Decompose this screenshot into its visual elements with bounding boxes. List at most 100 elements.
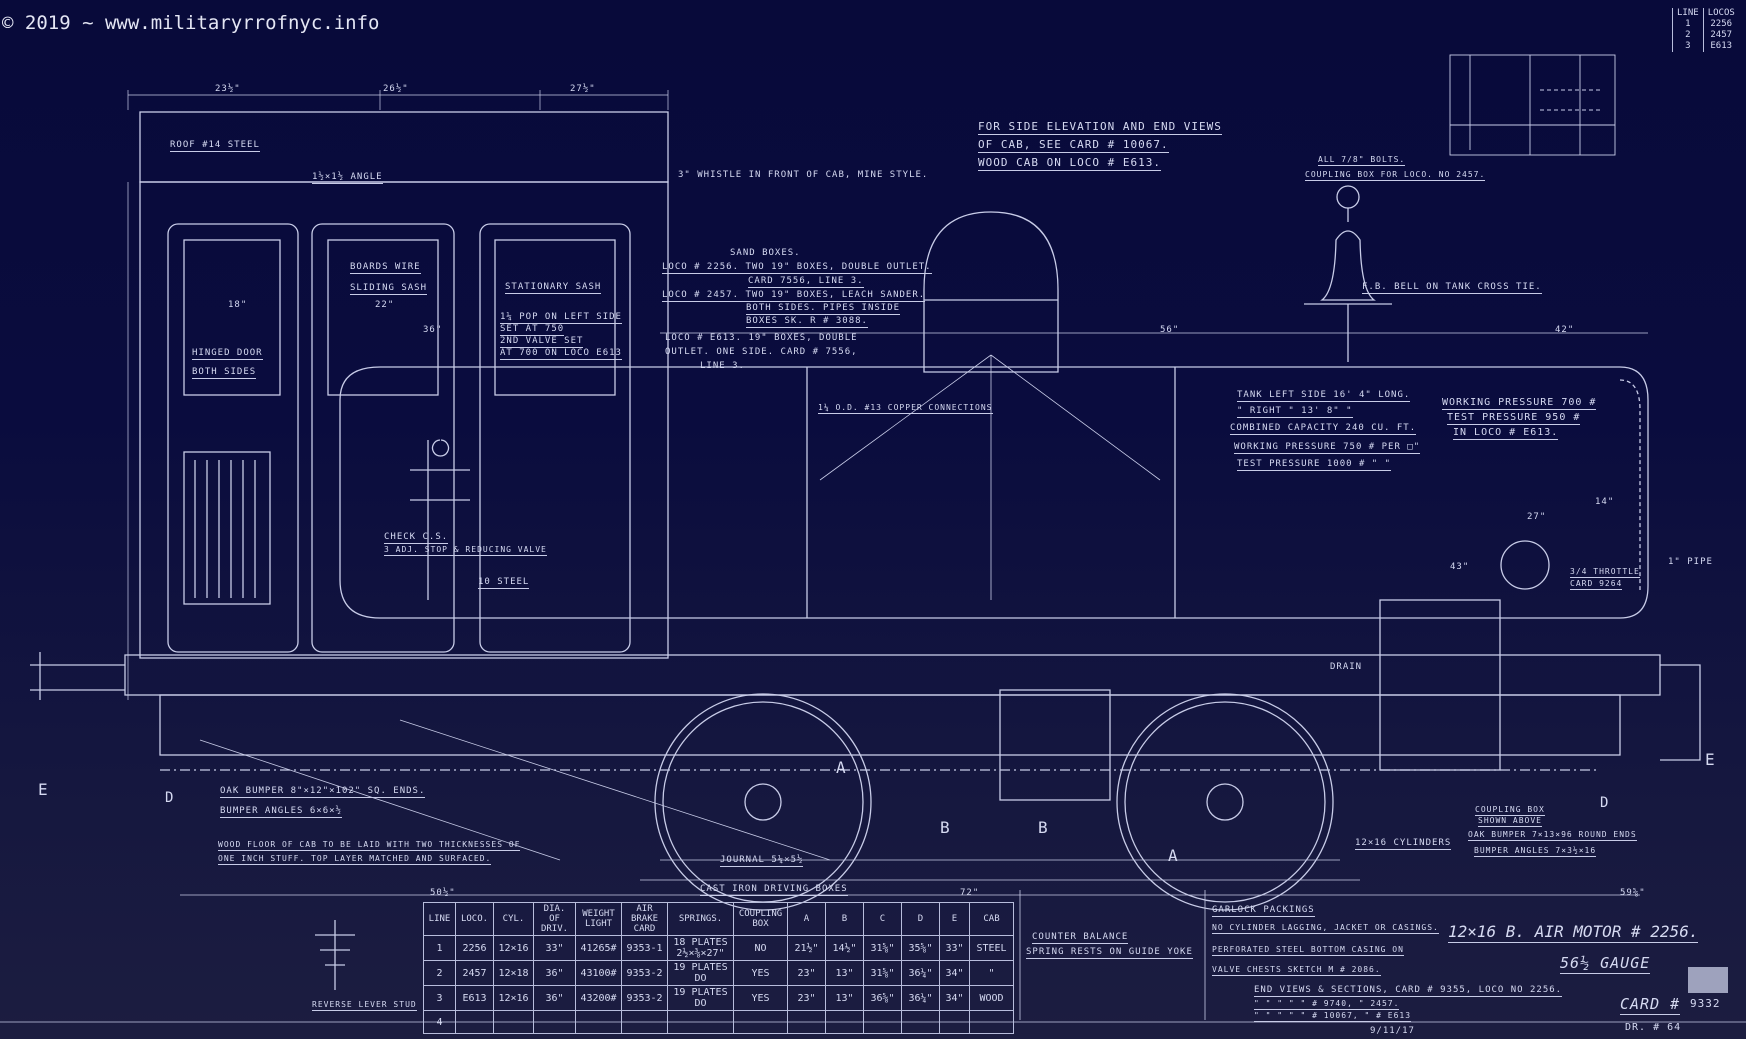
- note-tank: " RIGHT " 13' 8" ": [1237, 406, 1353, 418]
- spec-table-cell: 18 PLATES 2½×⅜×27": [667, 935, 734, 961]
- note-sand: CARD 7556, LINE 3.: [748, 276, 864, 288]
- spec-table-cell: [825, 1010, 864, 1034]
- spec-table-header: DIA. OF DRIV.: [533, 902, 576, 936]
- spec-table-cell: 3: [423, 985, 456, 1011]
- note-cab-ref: FOR SIDE ELEVATION AND END VIEWS: [978, 120, 1222, 135]
- dimension-label: 22": [375, 300, 395, 310]
- spec-table-cell: 43200#: [575, 985, 622, 1011]
- bell: [1304, 185, 1392, 362]
- spec-table-header: LOCO.: [455, 902, 494, 936]
- spec-table-header: LINE: [423, 902, 456, 936]
- spec-table-cell: 19 PLATES DO: [667, 960, 734, 986]
- note-stationary: STATIONARY SASH: [505, 282, 602, 294]
- note-pressure-e613: WORKING PRESSURE 700 #: [1442, 397, 1597, 410]
- spec-table-cell: 19 PLATES DO: [667, 985, 734, 1011]
- dimension-label: 23½": [215, 84, 241, 94]
- spec-table-cell: 36¼": [901, 960, 940, 986]
- note-popvalve: AT 700 ON LOCO E613: [500, 348, 622, 360]
- dimension-lines: [127, 90, 1648, 896]
- section-mark: E: [1705, 750, 1716, 769]
- spec-table-cell: 21½": [787, 935, 826, 961]
- note-counter-balance: COUNTER BALANCE: [1032, 932, 1129, 944]
- note-garlock: NO CYLINDER LAGGING, JACKET OR CASINGS.: [1212, 923, 1439, 934]
- spec-table-cell: YES: [733, 985, 788, 1011]
- spec-table-header: CYL.: [493, 902, 534, 936]
- spec-table-header: CAB: [969, 902, 1014, 936]
- spec-table-cell: 36¼": [901, 985, 940, 1011]
- legend-header: LOCOS: [1702, 8, 1739, 19]
- note-sand: LOCO # 2457. TWO 19" BOXES, LEACH SANDER…: [662, 290, 926, 302]
- spec-table-cell: 12×18: [493, 960, 534, 986]
- legend-cell: 1: [1672, 19, 1704, 30]
- note-bell: F.B. BELL ON TANK CROSS TIE.: [1362, 282, 1542, 294]
- spec-table-header: COUPLING BOX: [733, 902, 788, 936]
- section-mark: D: [165, 790, 175, 806]
- section-mark: D: [1600, 795, 1610, 811]
- coupling-box-detail: [1449, 54, 1616, 156]
- note-end-views: " " " " " # 10067, " # E613: [1254, 1011, 1412, 1022]
- spec-table-cell: E613: [455, 985, 494, 1011]
- dimension-label: 27": [1527, 512, 1547, 522]
- note-front-bumper: BUMPER ANGLES 7×3½×16: [1474, 846, 1597, 857]
- note-sand: BOXES SK. R # 3088.: [746, 316, 868, 328]
- spec-table-cell: 9353-1: [621, 935, 668, 961]
- spec-table-cell: 41265#: [575, 935, 622, 961]
- note-check: 3 ADJ. STOP & REDUCING VALVE: [384, 545, 547, 556]
- spec-table-cell: 1: [423, 935, 456, 961]
- spec-table-cell: 33": [533, 935, 576, 961]
- dimension-label: 18": [228, 300, 248, 310]
- spec-table-cell: 9353-2: [621, 985, 668, 1011]
- legend-cell: 3: [1672, 41, 1704, 52]
- note-driving-boxes: CAST IRON DRIVING BOXES: [700, 884, 848, 896]
- note-bumper: OAK BUMPER 8"×12"×102" SQ. ENDS.: [220, 786, 426, 798]
- spec-table-cell: 12×16: [493, 985, 534, 1011]
- gauge-label: 56½ GAUGE: [1560, 954, 1651, 974]
- spec-table-cell: [667, 1010, 734, 1034]
- cab: [139, 111, 669, 659]
- note-hinged: BOTH SIDES: [192, 367, 257, 379]
- note-tank: COMBINED CAPACITY 240 CU. FT.: [1230, 423, 1417, 435]
- note-throttle: 3/4 THROTTLE: [1570, 567, 1640, 578]
- spec-table-cell: [493, 1010, 534, 1034]
- spec-table-cell: [533, 1010, 576, 1034]
- spec-table-cell: 36⅝": [863, 985, 902, 1011]
- note-tank: TEST PRESSURE 1000 # " ": [1237, 459, 1392, 471]
- note-throttle: CARD 9264: [1570, 579, 1623, 590]
- watermark: © 2019 ~ www.militaryrrofnyc.info: [2, 12, 380, 34]
- spec-table-cell: 4: [423, 1010, 456, 1034]
- section-mark: B: [940, 818, 951, 837]
- card-number-box: [1688, 967, 1728, 993]
- spec-table-cell: 2457: [455, 960, 494, 986]
- spec-table-header: E: [939, 902, 970, 936]
- spec-table-cell: 34": [939, 960, 970, 986]
- note-end-views: " " " " " # 9740, " 2457.: [1254, 999, 1400, 1010]
- spec-table-cell: 31⅝": [863, 960, 902, 986]
- legend-header: LINE: [1672, 8, 1704, 19]
- note-tank: TANK LEFT SIDE 16' 4" LONG.: [1237, 390, 1411, 402]
- note-garlock: VALVE CHESTS SKETCH M # 2086.: [1212, 965, 1381, 976]
- note-end-views: END VIEWS & SECTIONS, CARD # 9355, LOCO …: [1254, 985, 1563, 997]
- spec-table-cell: [787, 1010, 826, 1034]
- spec-table-cell: 14½": [825, 935, 864, 961]
- legend-cell: 2: [1672, 30, 1704, 41]
- note-angle: 1½×1½ ANGLE: [312, 172, 383, 184]
- spec-table-cell: [969, 1010, 1014, 1034]
- note-pressure-e613: TEST PRESSURE 950 #: [1447, 412, 1581, 425]
- note-sand: OUTLET. ONE SIDE. CARD # 7556,: [665, 347, 858, 357]
- dimension-label: 14": [1595, 497, 1615, 507]
- note-cab-ref: OF CAB, SEE CARD # 10067.: [978, 138, 1169, 153]
- note-pipe: 1" PIPE: [1668, 557, 1713, 567]
- spec-table-header: A: [787, 902, 826, 936]
- note-garlock: PERFORATED STEEL BOTTOM CASING ON: [1212, 945, 1404, 956]
- spec-table-cell: NO: [733, 935, 788, 961]
- spec-table-header: WEIGHT LIGHT: [575, 902, 622, 936]
- dimension-label: 42": [1555, 325, 1575, 335]
- spec-table-cell: 13": [825, 985, 864, 1011]
- legend-cell: 2457: [1702, 30, 1739, 41]
- note-boards: SLIDING SASH: [350, 283, 428, 295]
- dimension-label: 36": [423, 325, 443, 335]
- legend-cell: E613: [1702, 41, 1739, 52]
